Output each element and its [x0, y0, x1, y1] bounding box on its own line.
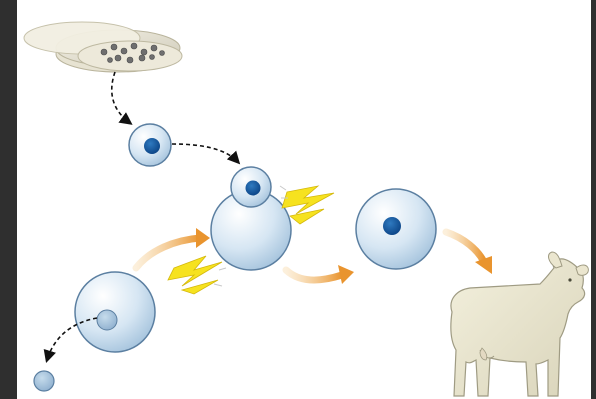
fused-cell: [211, 167, 291, 270]
cloned-sheep: [451, 252, 589, 396]
cloned-embryo: [356, 189, 436, 269]
orange-arrowhead-1: [196, 228, 210, 248]
removed-nucleus: [34, 371, 54, 391]
orange-arrow-fusion-to-embryo: [286, 270, 342, 280]
dashed-arrow-dish-to-cell: [112, 72, 130, 123]
orange-arrow-embryo-to-sheep: [446, 232, 484, 262]
dashed-arrow-cell-to-fusion: [172, 144, 238, 162]
electric-shock-lower: [168, 256, 226, 294]
donor-body-cell: [129, 124, 171, 166]
egg-cell: [75, 272, 155, 352]
petri-dish: [24, 22, 182, 72]
orange-arrowhead-2: [338, 265, 354, 284]
